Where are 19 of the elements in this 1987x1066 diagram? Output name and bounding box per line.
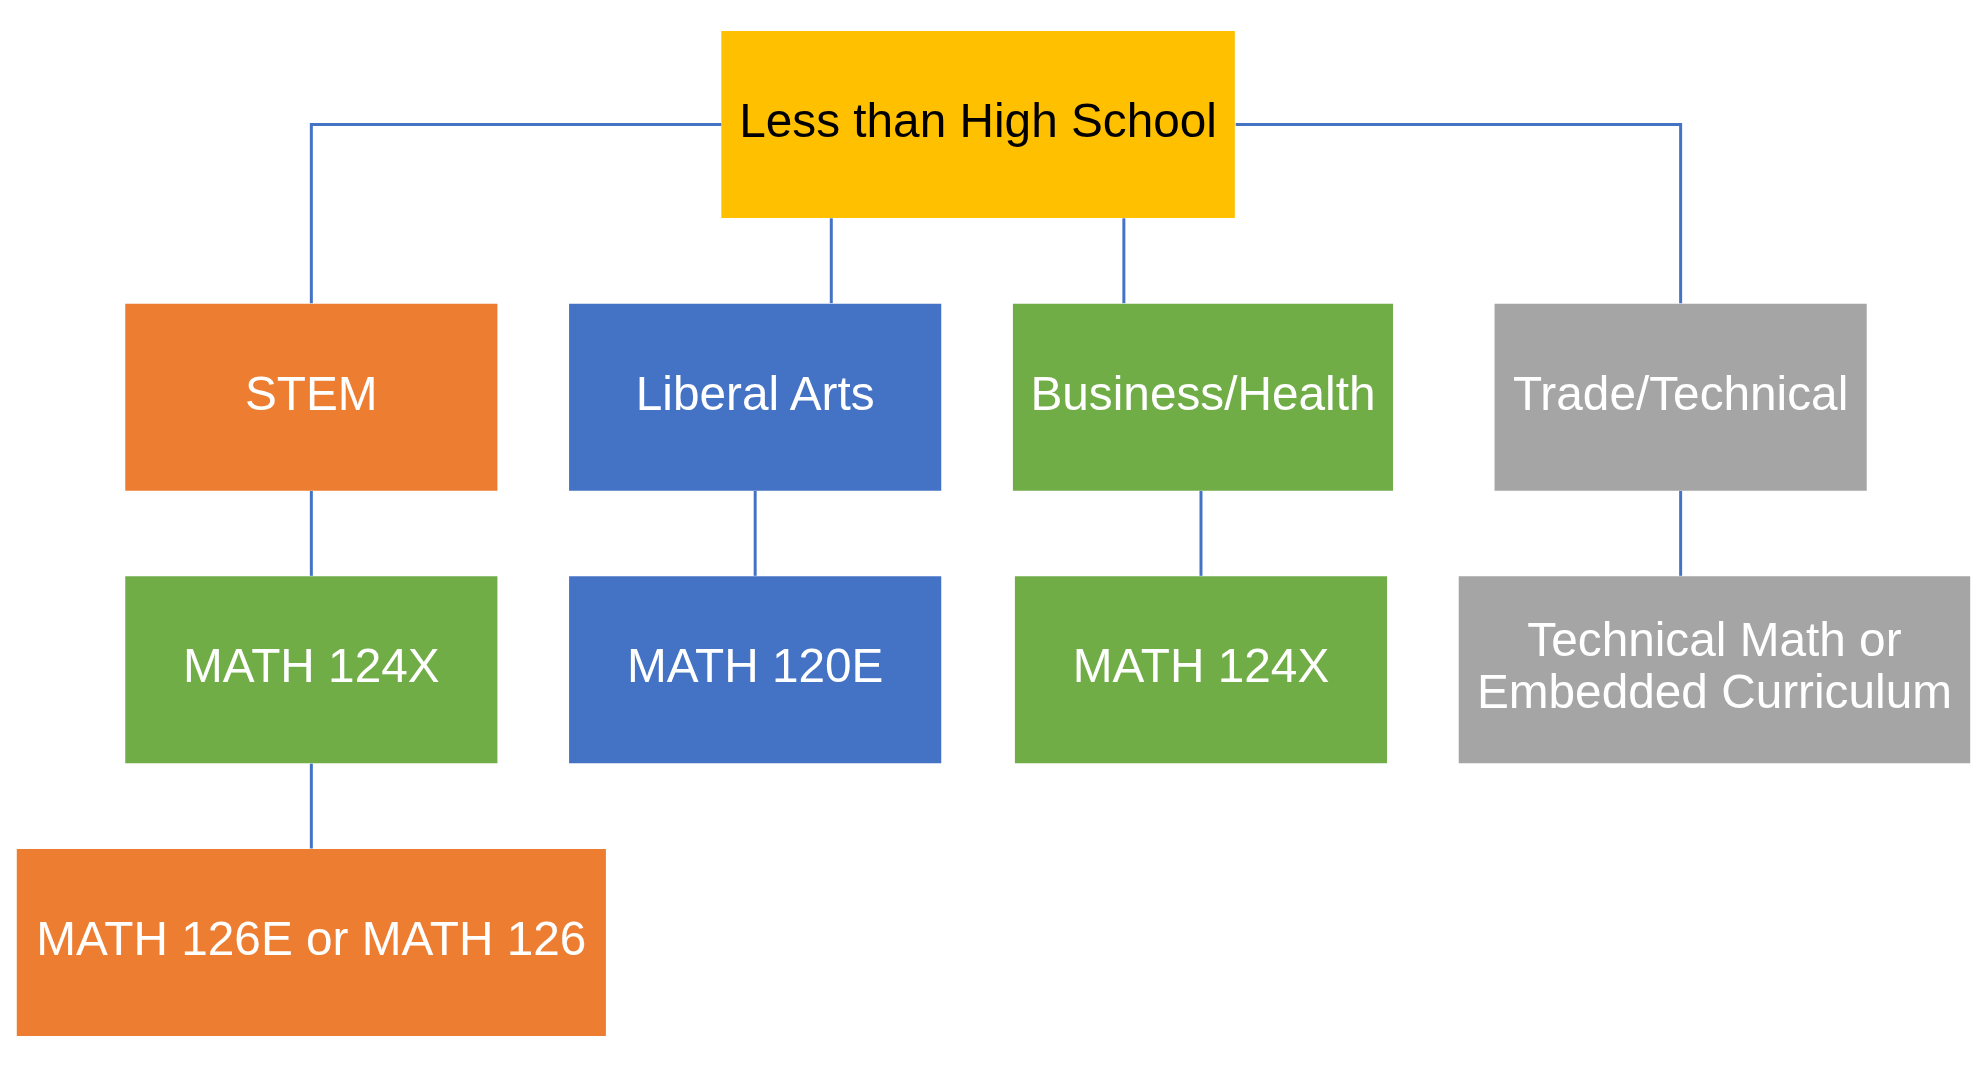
node-box: MATH 124X xyxy=(125,575,498,763)
node-box: MATH 124X xyxy=(1014,575,1388,763)
connector xyxy=(309,490,313,576)
connector xyxy=(1679,490,1683,576)
connector xyxy=(309,763,313,848)
node-box: Business/Health xyxy=(1012,303,1394,491)
node-box: MATH 126E or MATH 126 xyxy=(16,848,606,1036)
node-box: Trade/Technical xyxy=(1494,303,1867,491)
connector xyxy=(1235,122,1683,303)
connector xyxy=(309,122,722,303)
node-box: Liberal Arts xyxy=(569,303,942,491)
connector xyxy=(753,490,757,576)
connector xyxy=(1199,490,1203,576)
node-box: Less than High School xyxy=(721,30,1235,218)
node-box: MATH 120E xyxy=(569,575,942,763)
node-box: STEM xyxy=(125,303,498,491)
node-box: Technical Math or Embedded Curriculum xyxy=(1458,575,1971,763)
connector xyxy=(1122,217,1126,303)
connector xyxy=(829,217,833,303)
